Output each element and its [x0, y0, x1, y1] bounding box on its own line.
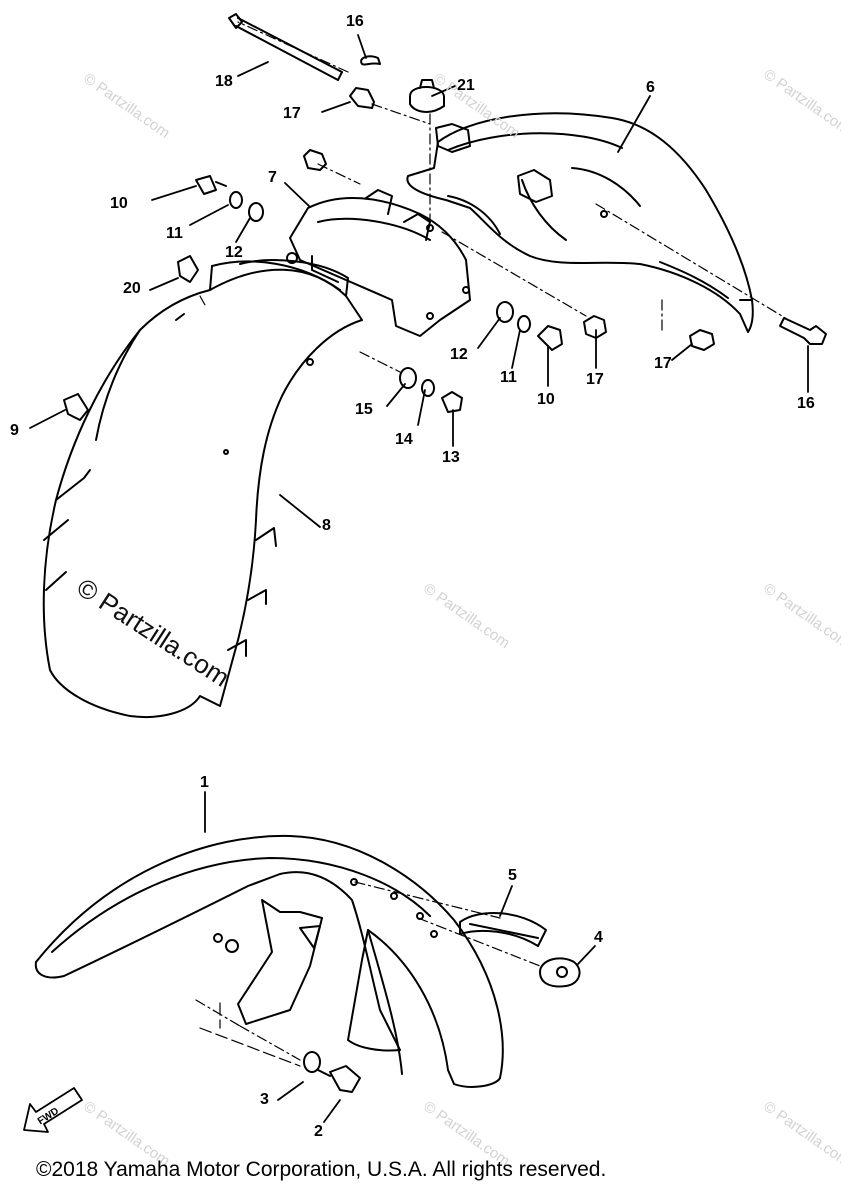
copyright-notice: ©2018 Yamaha Motor Corporation, U.S.A. A…: [36, 1158, 607, 1181]
part-17-collars: [303, 87, 715, 351]
callout-21: 21: [457, 77, 475, 94]
callout-17-top: 17: [283, 105, 301, 122]
callout-9: 9: [10, 422, 19, 439]
callout-16: 16: [797, 395, 815, 412]
part-2-bolt: [317, 1065, 361, 1093]
callout-17-far-right: 17: [654, 355, 672, 372]
callout-10-right: 10: [537, 391, 555, 408]
callout-1: 1: [200, 774, 209, 791]
part-21-damper: [409, 79, 445, 113]
callout-3: 3: [260, 1091, 269, 1108]
callout-6: 6: [646, 79, 655, 96]
callout-11-left: 11: [166, 225, 183, 242]
callout-12-left: 12: [225, 244, 243, 261]
callout-19: 16: [346, 13, 364, 30]
part-18-long-bolt: [228, 13, 343, 81]
part-16-bolt: [779, 317, 827, 345]
callout-12-right: 12: [450, 346, 468, 363]
part-8-rear-fender-lower: [42, 259, 363, 718]
part-7-bracket: [286, 189, 471, 337]
callout-15: 15: [355, 401, 373, 418]
callout-8: 8: [322, 517, 331, 534]
alignment-lines: [195, 21, 793, 1061]
callout-13: 13: [442, 449, 460, 466]
hardware-washers-screws: [195, 175, 563, 413]
callout-10-left: 10: [110, 195, 128, 212]
phantom-links: [199, 1002, 301, 1067]
part-20-clip: [177, 255, 199, 283]
callout-14: 14: [395, 431, 413, 448]
leader-lines: [29, 34, 809, 1123]
part-5-reflector: [459, 912, 547, 947]
callout-4: 4: [594, 929, 603, 946]
callout-11-right: 11: [500, 369, 517, 386]
part-3-washer: [303, 1051, 321, 1073]
part-1-front-fender: [34, 834, 504, 1088]
callout-5: 5: [508, 867, 517, 884]
part-9-clip: [63, 393, 89, 421]
part-6-rear-fender-upper: [406, 112, 754, 333]
part-19-cotter-pin: [360, 55, 381, 66]
callout-17-right: 17: [586, 371, 604, 388]
part-4-grommet: [539, 957, 581, 988]
callout-20: 20: [123, 280, 141, 297]
callout-18: 18: [215, 73, 233, 90]
callout-2: 2: [314, 1123, 323, 1140]
callout-7: 7: [268, 169, 277, 186]
forward-arrow-icon: [23, 1087, 83, 1133]
